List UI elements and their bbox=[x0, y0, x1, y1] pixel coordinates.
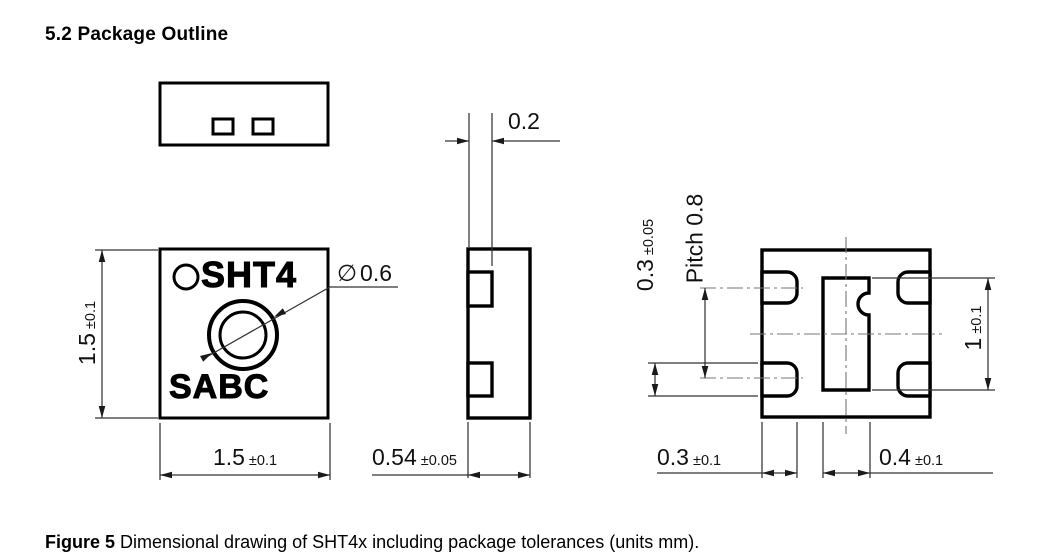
pin1-marker-circle bbox=[172, 263, 200, 291]
dim-tolerance: ±0.1 bbox=[969, 305, 985, 334]
dim-tolerance: ±0.1 bbox=[248, 453, 278, 469]
dim-value: 0.3 bbox=[632, 259, 658, 292]
centerlines bbox=[700, 237, 942, 434]
dim-tolerance: ±0.1 bbox=[83, 300, 99, 330]
pad-bottom-left bbox=[760, 361, 799, 398]
dim-label-opening-diameter: ∅0.6 bbox=[337, 260, 393, 286]
figure-caption-label: Figure 5 bbox=[45, 532, 116, 552]
marking-lot-text: SABC bbox=[168, 368, 270, 406]
dim-value: Pitch 0.8 bbox=[681, 193, 708, 284]
figure-caption-text: Dimensional drawing of SHT4x including p… bbox=[115, 532, 700, 552]
dim-thickness-lines bbox=[372, 422, 531, 479]
diameter-symbol: ∅ bbox=[337, 260, 358, 286]
pad-top-left bbox=[760, 270, 799, 305]
dim-pad-width-lines bbox=[648, 362, 758, 397]
dim-label-center-pad-width: 0.4±0.1 bbox=[879, 446, 943, 472]
dim-pitch-lines bbox=[701, 288, 709, 378]
dim-label-thickness: 0.54±0.05 bbox=[372, 446, 457, 472]
dim-pad-offset-lines bbox=[445, 113, 560, 266]
dim-label-center-pad-height: 1 ±0.1 bbox=[960, 293, 986, 363]
dim-label-body-width: 1.5±0.1 bbox=[185, 444, 305, 470]
dim-label-pad-length: 0.3±0.1 bbox=[657, 446, 721, 472]
dim-value: 0.3 bbox=[657, 444, 689, 470]
dim-label-pad-width: 0.3 ±0.05 bbox=[632, 201, 658, 309]
dim-tolerance: ±0.05 bbox=[641, 218, 657, 256]
dim-label-body-height: 1.5 ±0.1 bbox=[74, 286, 100, 380]
dim-body-width-lines bbox=[159, 423, 331, 480]
figure-caption: Figure 5 Dimensional drawing of SHT4x in… bbox=[45, 532, 699, 553]
dim-pad-length-lines bbox=[657, 422, 798, 478]
dim-value: 0.6 bbox=[360, 260, 393, 286]
dim-tolerance: ±0.1 bbox=[914, 453, 944, 469]
sensor-opening-inner-circle bbox=[218, 310, 268, 360]
side-view-outline bbox=[466, 247, 532, 420]
section-title: 5.2 Package Outline bbox=[45, 24, 229, 45]
dim-value: 0.2 bbox=[508, 108, 540, 134]
dim-tolerance: ±0.05 bbox=[420, 453, 457, 469]
pad-bottom-right bbox=[896, 361, 932, 398]
dim-body-height-lines bbox=[95, 249, 158, 419]
dim-center-pad-width-lines bbox=[822, 422, 993, 478]
dim-opening-diameter-lines bbox=[200, 286, 398, 362]
dim-tolerance: ±0.1 bbox=[692, 453, 722, 469]
dim-value: 0.54 bbox=[372, 444, 417, 470]
marking-product-text: SHT4 bbox=[200, 254, 298, 295]
dim-value: 0.4 bbox=[879, 444, 911, 470]
dim-value: 1 bbox=[960, 337, 986, 351]
dim-label-pitch: Pitch 0.8 bbox=[681, 189, 708, 289]
dim-value: 1.5 bbox=[74, 333, 100, 366]
dim-value: 1.5 bbox=[212, 444, 245, 470]
dim-center-pad-height-lines bbox=[872, 277, 995, 391]
top-view-outline bbox=[158, 81, 330, 147]
dim-label-pad-offset: 0.2 bbox=[500, 108, 548, 134]
pad-top-right bbox=[896, 270, 932, 305]
front-view-outline bbox=[158, 247, 330, 420]
